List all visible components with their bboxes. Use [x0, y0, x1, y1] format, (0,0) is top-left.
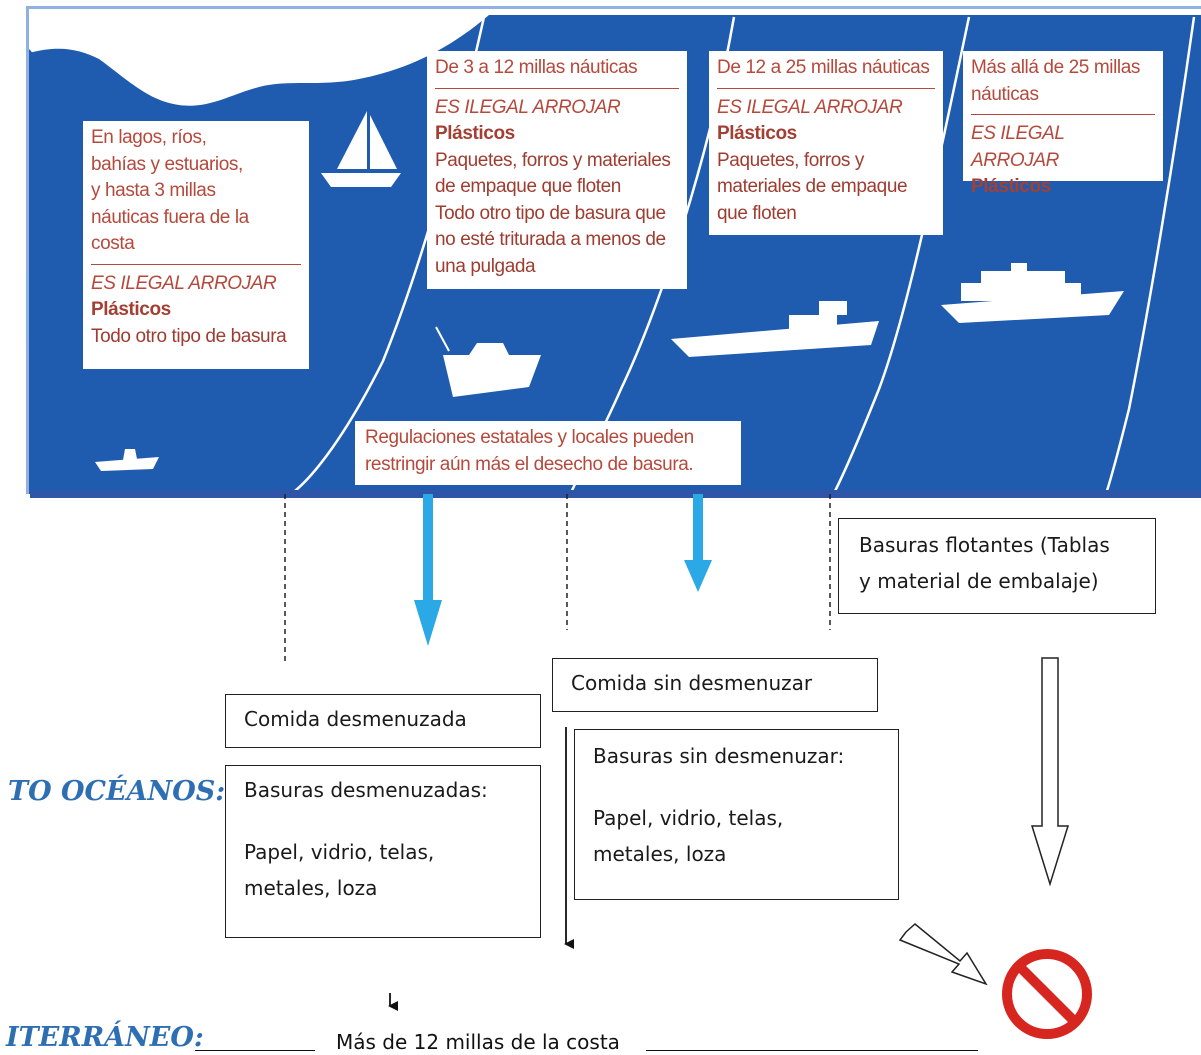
- cyan-arrow-3-12: [414, 494, 442, 646]
- motorboat-icon: [435, 326, 541, 397]
- sailboat-icon: [321, 111, 401, 187]
- zone-coastal-body-1: Todo otro tipo de basura: [91, 325, 287, 347]
- label-oceans: TO OCÉANOS:: [8, 776, 226, 807]
- zone-3-12-divider: [435, 87, 679, 89]
- blank-line-left: [195, 1050, 315, 1051]
- zone-3-12-body-5: una pulgada: [435, 255, 536, 277]
- zone-coastal-line-1: En lagos, ríos,: [91, 127, 207, 148]
- zone-coastal-plasticos: Plásticos: [91, 299, 171, 320]
- blank-line-right: [646, 1050, 978, 1051]
- hollow-arrow-down: [1030, 657, 1070, 887]
- regulations-note-line-2: restringir aún más el desecho de basura.: [365, 453, 694, 475]
- box-trash-ground-item-1: Papel, vidrio, telas,: [244, 840, 435, 864]
- zone-25-plus-ilegal: ES ILEGAL ARROJAR: [971, 123, 1065, 171]
- box-trash-unground-item-2: metales, loza: [593, 842, 727, 866]
- zone-12-25-body-2: materiales de empaque: [717, 176, 908, 197]
- zone-12-25-plasticos: Plásticos: [717, 123, 797, 144]
- small-boat-icon: [95, 449, 159, 471]
- box-trash-ground-item-2: metales, loza: [244, 876, 378, 900]
- zone-card-25-plus: Más allá de 25 millas náuticas ES ILEGAL…: [963, 51, 1163, 197]
- zone-25-plus-line-1: Más allá de 25 millas: [971, 57, 1141, 78]
- zone-12-25-body-1: Paquetes, forros y: [717, 149, 864, 171]
- box-trash-unground-item-1: Papel, vidrio, telas,: [593, 806, 784, 830]
- cruise-ship-icon: [941, 263, 1124, 323]
- box-trash-ground: Basuras desmenuzadas: Papel, vidrio, tel…: [225, 765, 541, 938]
- ocean-panel: En lagos, ríos, bahías y estuarios, y ha…: [26, 6, 1201, 494]
- boundary-line-far: [1104, 16, 1196, 494]
- zone-coastal-line-2: bahías y estuarios,: [91, 153, 243, 175]
- cargo-ship-icon: [671, 301, 879, 357]
- hollow-arrow-diagonal: [898, 923, 988, 986]
- box-trash-ground-title: Basuras desmenuzadas:: [244, 778, 488, 802]
- zone-12-25-ilegal: ES ILEGAL ARROJAR: [717, 96, 903, 118]
- footer-text: Más de 12 millas de la costa: [336, 1030, 620, 1054]
- zone-coastal-line-4: náuticas fuera de la: [91, 206, 249, 228]
- zone-12-25-body-3: que floten: [717, 202, 797, 224]
- coastline-left: [29, 9, 42, 349]
- zone-card-12-25: De 12 a 25 millas náuticas ES ILEGAL ARR…: [709, 51, 943, 235]
- box-trash-unground: Basuras sin desmenuzar: Papel, vidrio, t…: [574, 729, 899, 900]
- panel-bottom-edge: [30, 490, 1201, 498]
- zone-coastal-line-5: costa: [91, 233, 135, 254]
- zone-card-3-12: De 3 a 12 millas náuticas ES ILEGAL ARRO…: [427, 51, 687, 289]
- box-floating-line-2: y material de embalaje): [859, 569, 1099, 593]
- box-floating-line-1: Basuras flotantes (Tablas: [859, 533, 1110, 557]
- coastline: [29, 9, 1201, 106]
- box-floating-trash: Basuras flotantes (Tablas y material de …: [838, 518, 1156, 614]
- box-food-unground-text: Comida sin desmenuzar: [571, 671, 813, 695]
- zone-3-12-body-3: Todo otro tipo de basura que: [435, 202, 666, 224]
- regulations-note: Regulaciones estatales y locales pueden …: [355, 421, 741, 485]
- zone-12-25-title: De 12 a 25 millas náuticas: [717, 57, 930, 78]
- zone-3-12-body-2: de empaque que floten: [435, 176, 621, 197]
- cyan-arrow-12-25: [684, 494, 712, 592]
- box-trash-unground-title: Basuras sin desmenuzar:: [593, 744, 845, 768]
- prohibited-sign-icon: [1002, 949, 1092, 1039]
- zone-coastal-divider: [91, 263, 301, 265]
- zone-coastal-ilegal: ES ILEGAL ARROJAR: [91, 272, 277, 294]
- zone-3-12-title: De 3 a 12 millas náuticas: [435, 57, 638, 78]
- zone-12-25-divider: [717, 87, 935, 89]
- box-food-ground: Comida desmenuzada: [225, 694, 541, 748]
- zone-boundaries: [29, 9, 1201, 494]
- zone-25-plus-line-2: náuticas: [971, 83, 1039, 105]
- box-food-unground: Comida sin desmenuzar: [552, 658, 878, 712]
- zone-3-12-body-4: no esté triturada a menos de: [435, 229, 666, 250]
- zone-25-plus-plasticos: Plásticos: [971, 176, 1051, 197]
- box-food-ground-text: Comida desmenuzada: [244, 707, 467, 731]
- label-mediterranean: ITERRÁNEO:: [6, 1022, 204, 1053]
- zone-3-12-ilegal: ES ILEGAL ARROJAR: [435, 96, 621, 118]
- zone-coastal-line-3: y hasta 3 millas: [91, 180, 216, 201]
- boundary-line-25nm: [832, 16, 971, 494]
- zone-25-plus-divider: [971, 114, 1155, 115]
- zone-3-12-body-1: Paquetes, forros y materiales: [435, 149, 671, 171]
- regulations-note-line-1: Regulaciones estatales y locales pueden: [365, 427, 694, 448]
- zone-3-12-plasticos: Plásticos: [435, 123, 515, 144]
- zone-card-coastal: En lagos, ríos, bahías y estuarios, y ha…: [83, 121, 309, 369]
